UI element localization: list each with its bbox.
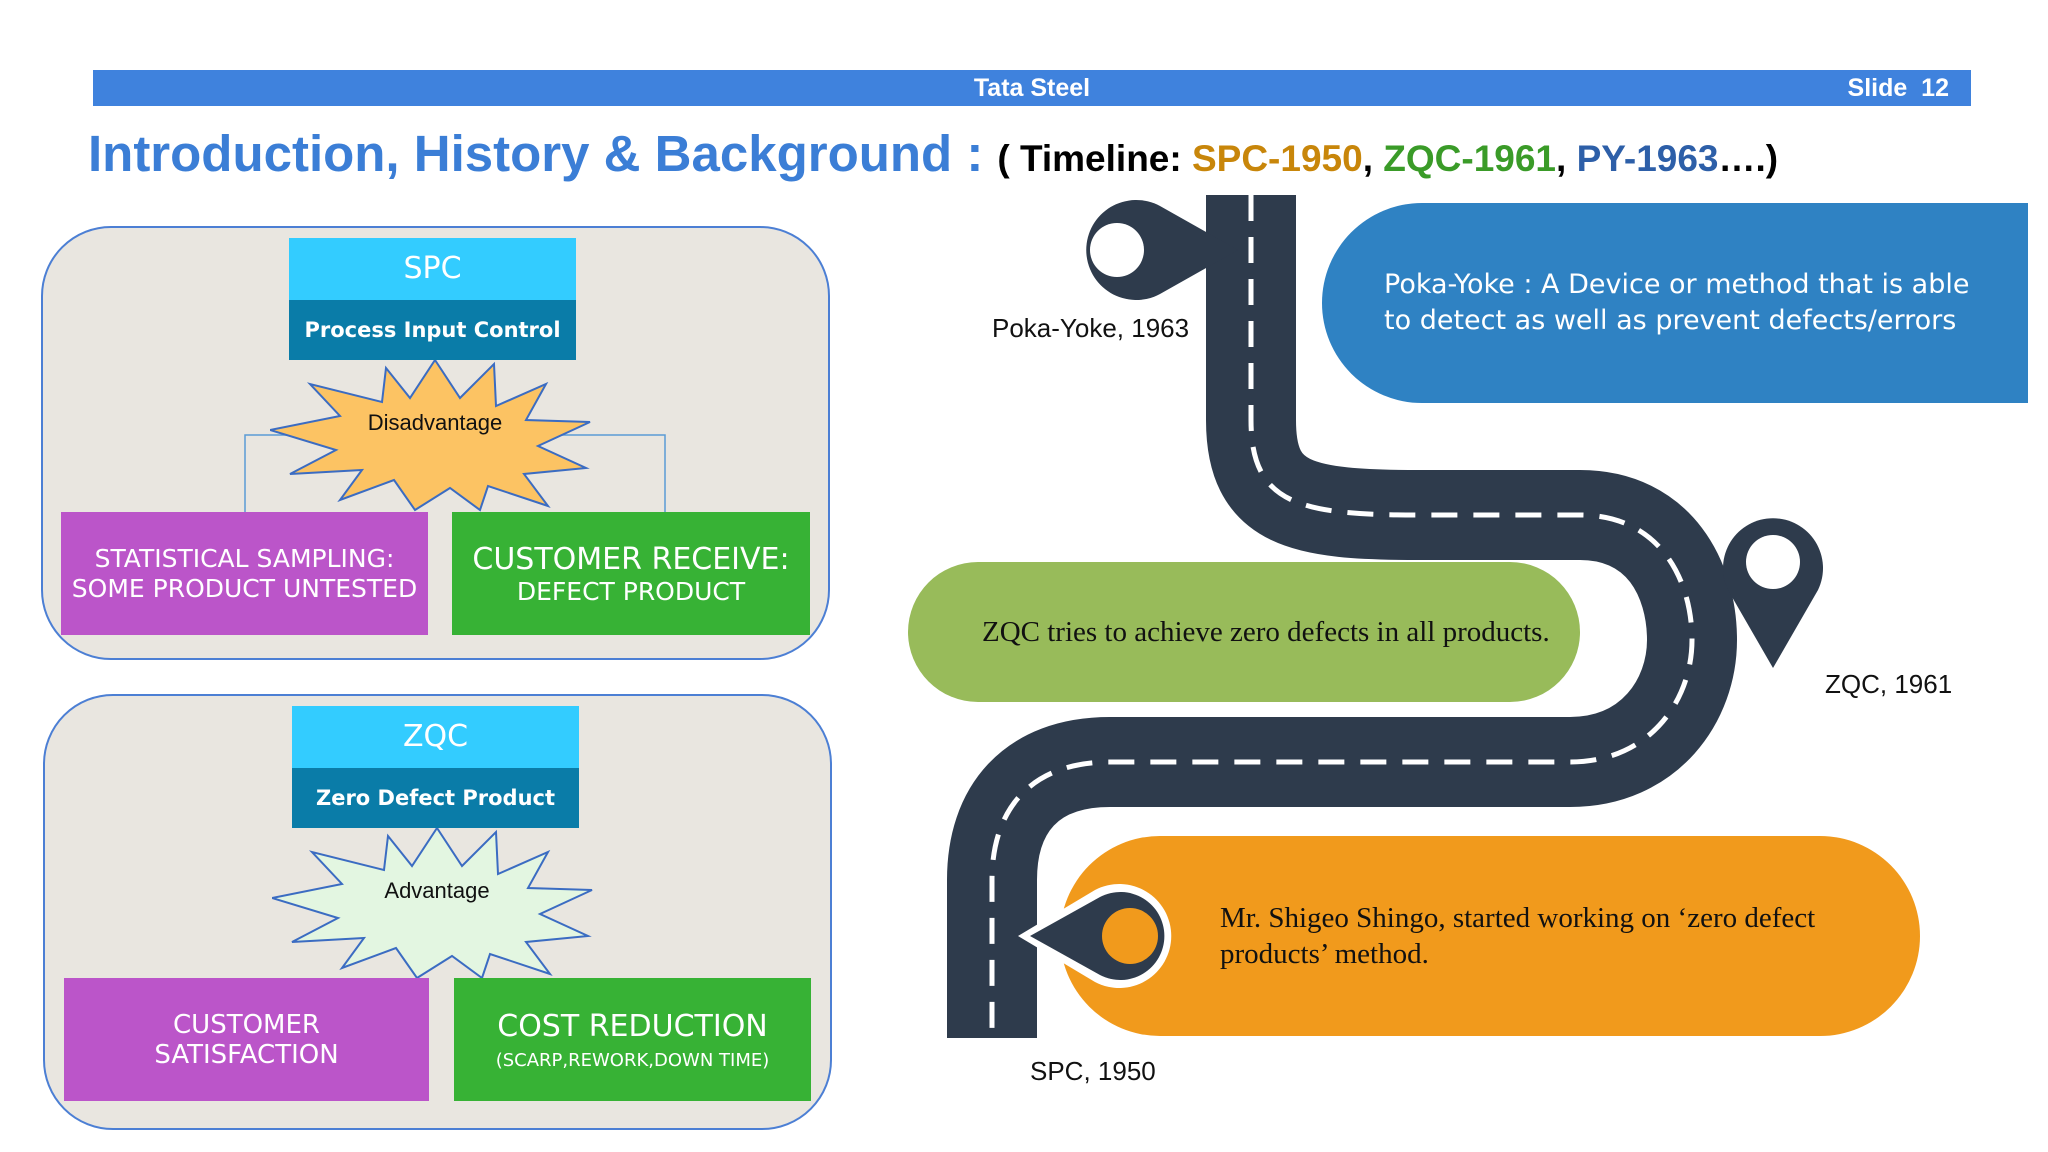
cost-reduction-line2: (SCARP,REWORK,DOWN TIME) (495, 1049, 770, 1071)
advantage-burst-icon (272, 828, 593, 980)
zqc-text: ZQC tries to achieve zero defects in all… (982, 615, 1550, 648)
zqc-sub: Zero Defect Product (292, 768, 579, 828)
customer-satisfaction-text: CUSTOMER SATISFACTION (154, 1009, 339, 1070)
company-name: Tata Steel (973, 74, 1091, 102)
zqc-bubble: ZQC tries to achieve zero defects in all… (908, 562, 1580, 702)
advantage-label: Advantage (384, 878, 490, 903)
spc-bubble: Mr. Shigeo Shingo, started working on ‘z… (1060, 836, 1920, 1036)
page-title: Introduction, History & Background : ( Ti… (88, 124, 1778, 183)
spc-sub: Process Input Control (289, 300, 576, 360)
customer-receive-line1: CUSTOMER RECEIVE: (472, 541, 790, 577)
spc-pin-icon (1018, 884, 1172, 988)
spc-text: Mr. Shigeo Shingo, started working on ‘z… (1220, 902, 1816, 970)
poka-yoke-label: Poka-Yoke, 1963 (992, 313, 1190, 343)
customer-receive-line2: DEFECT PRODUCT (516, 576, 746, 606)
timeline-sep-2: , (1556, 138, 1577, 179)
customer-satisfaction-box: CUSTOMER SATISFACTION (64, 978, 429, 1101)
timeline-zqc: ZQC-1961 (1383, 138, 1556, 179)
zqc-head: ZQC (292, 706, 579, 768)
poka-yoke-text: Poka-Yoke : A Device or method that is a… (1384, 269, 1970, 336)
cost-reduction-line1: COST REDUCTION (497, 1008, 768, 1044)
timeline-open: ( Timeline: (997, 138, 1192, 179)
timeline-close: ….) (1718, 138, 1779, 179)
timeline-spc: SPC-1950 (1191, 138, 1363, 179)
disadvantage-label: Disadvantage (367, 410, 503, 435)
timeline-sep-1: , (1362, 138, 1384, 179)
road-center-line (989, 195, 1695, 1038)
slide-number: Slide 12 (1847, 74, 1949, 102)
poka-yoke-pin-icon (1086, 200, 1238, 300)
cost-reduction-box: COST REDUCTION (SCARP,REWORK,DOWN TIME) (454, 978, 811, 1101)
header-bar: Tata Steel Slide 12 (93, 70, 1971, 106)
disadvantage-burst-icon (270, 360, 591, 512)
poka-yoke-bubble: Poka-Yoke : A Device or method that is a… (1322, 203, 2028, 403)
spc-head: SPC (289, 238, 576, 300)
zqc-label: ZQC, 1961 (1825, 669, 1953, 699)
customer-receive-box: CUSTOMER RECEIVE: DEFECT PRODUCT (452, 512, 810, 635)
title-timeline: ( Timeline: SPC-1950, ZQC-1961, PY-1963…… (997, 138, 1778, 179)
zqc-pin-icon (1723, 518, 1824, 668)
spc-label: SPC, 1950 (1030, 1056, 1156, 1086)
statistical-sampling-text: STATISTICAL SAMPLING: SOME PRODUCT UNTES… (71, 543, 418, 603)
title-main: Introduction, History & Background : (88, 125, 984, 182)
timeline-py: PY-1963 (1576, 138, 1719, 179)
statistical-sampling-box: STATISTICAL SAMPLING: SOME PRODUCT UNTES… (61, 512, 428, 635)
